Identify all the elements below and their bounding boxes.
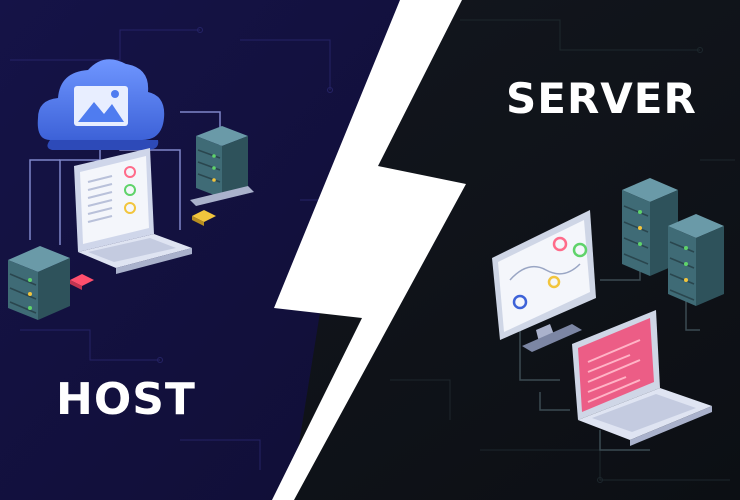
host-title: HOST bbox=[56, 374, 196, 425]
server-title: SERVER bbox=[506, 74, 697, 123]
host-server-rack-left-icon bbox=[8, 246, 70, 320]
host-small-chips bbox=[70, 210, 216, 290]
monitor-dashboard-icon bbox=[492, 210, 596, 352]
host-laptop-icon bbox=[74, 148, 192, 274]
lightning-bolt-divider bbox=[272, 0, 466, 500]
server-circuit-traces bbox=[390, 19, 735, 483]
server-laptop-icon bbox=[572, 310, 712, 446]
server-rack-stack-icon bbox=[622, 178, 724, 306]
host-circuit-traces bbox=[10, 27, 360, 470]
host-server-rack-right-icon bbox=[190, 126, 254, 206]
cloud-image-icon bbox=[37, 59, 165, 150]
